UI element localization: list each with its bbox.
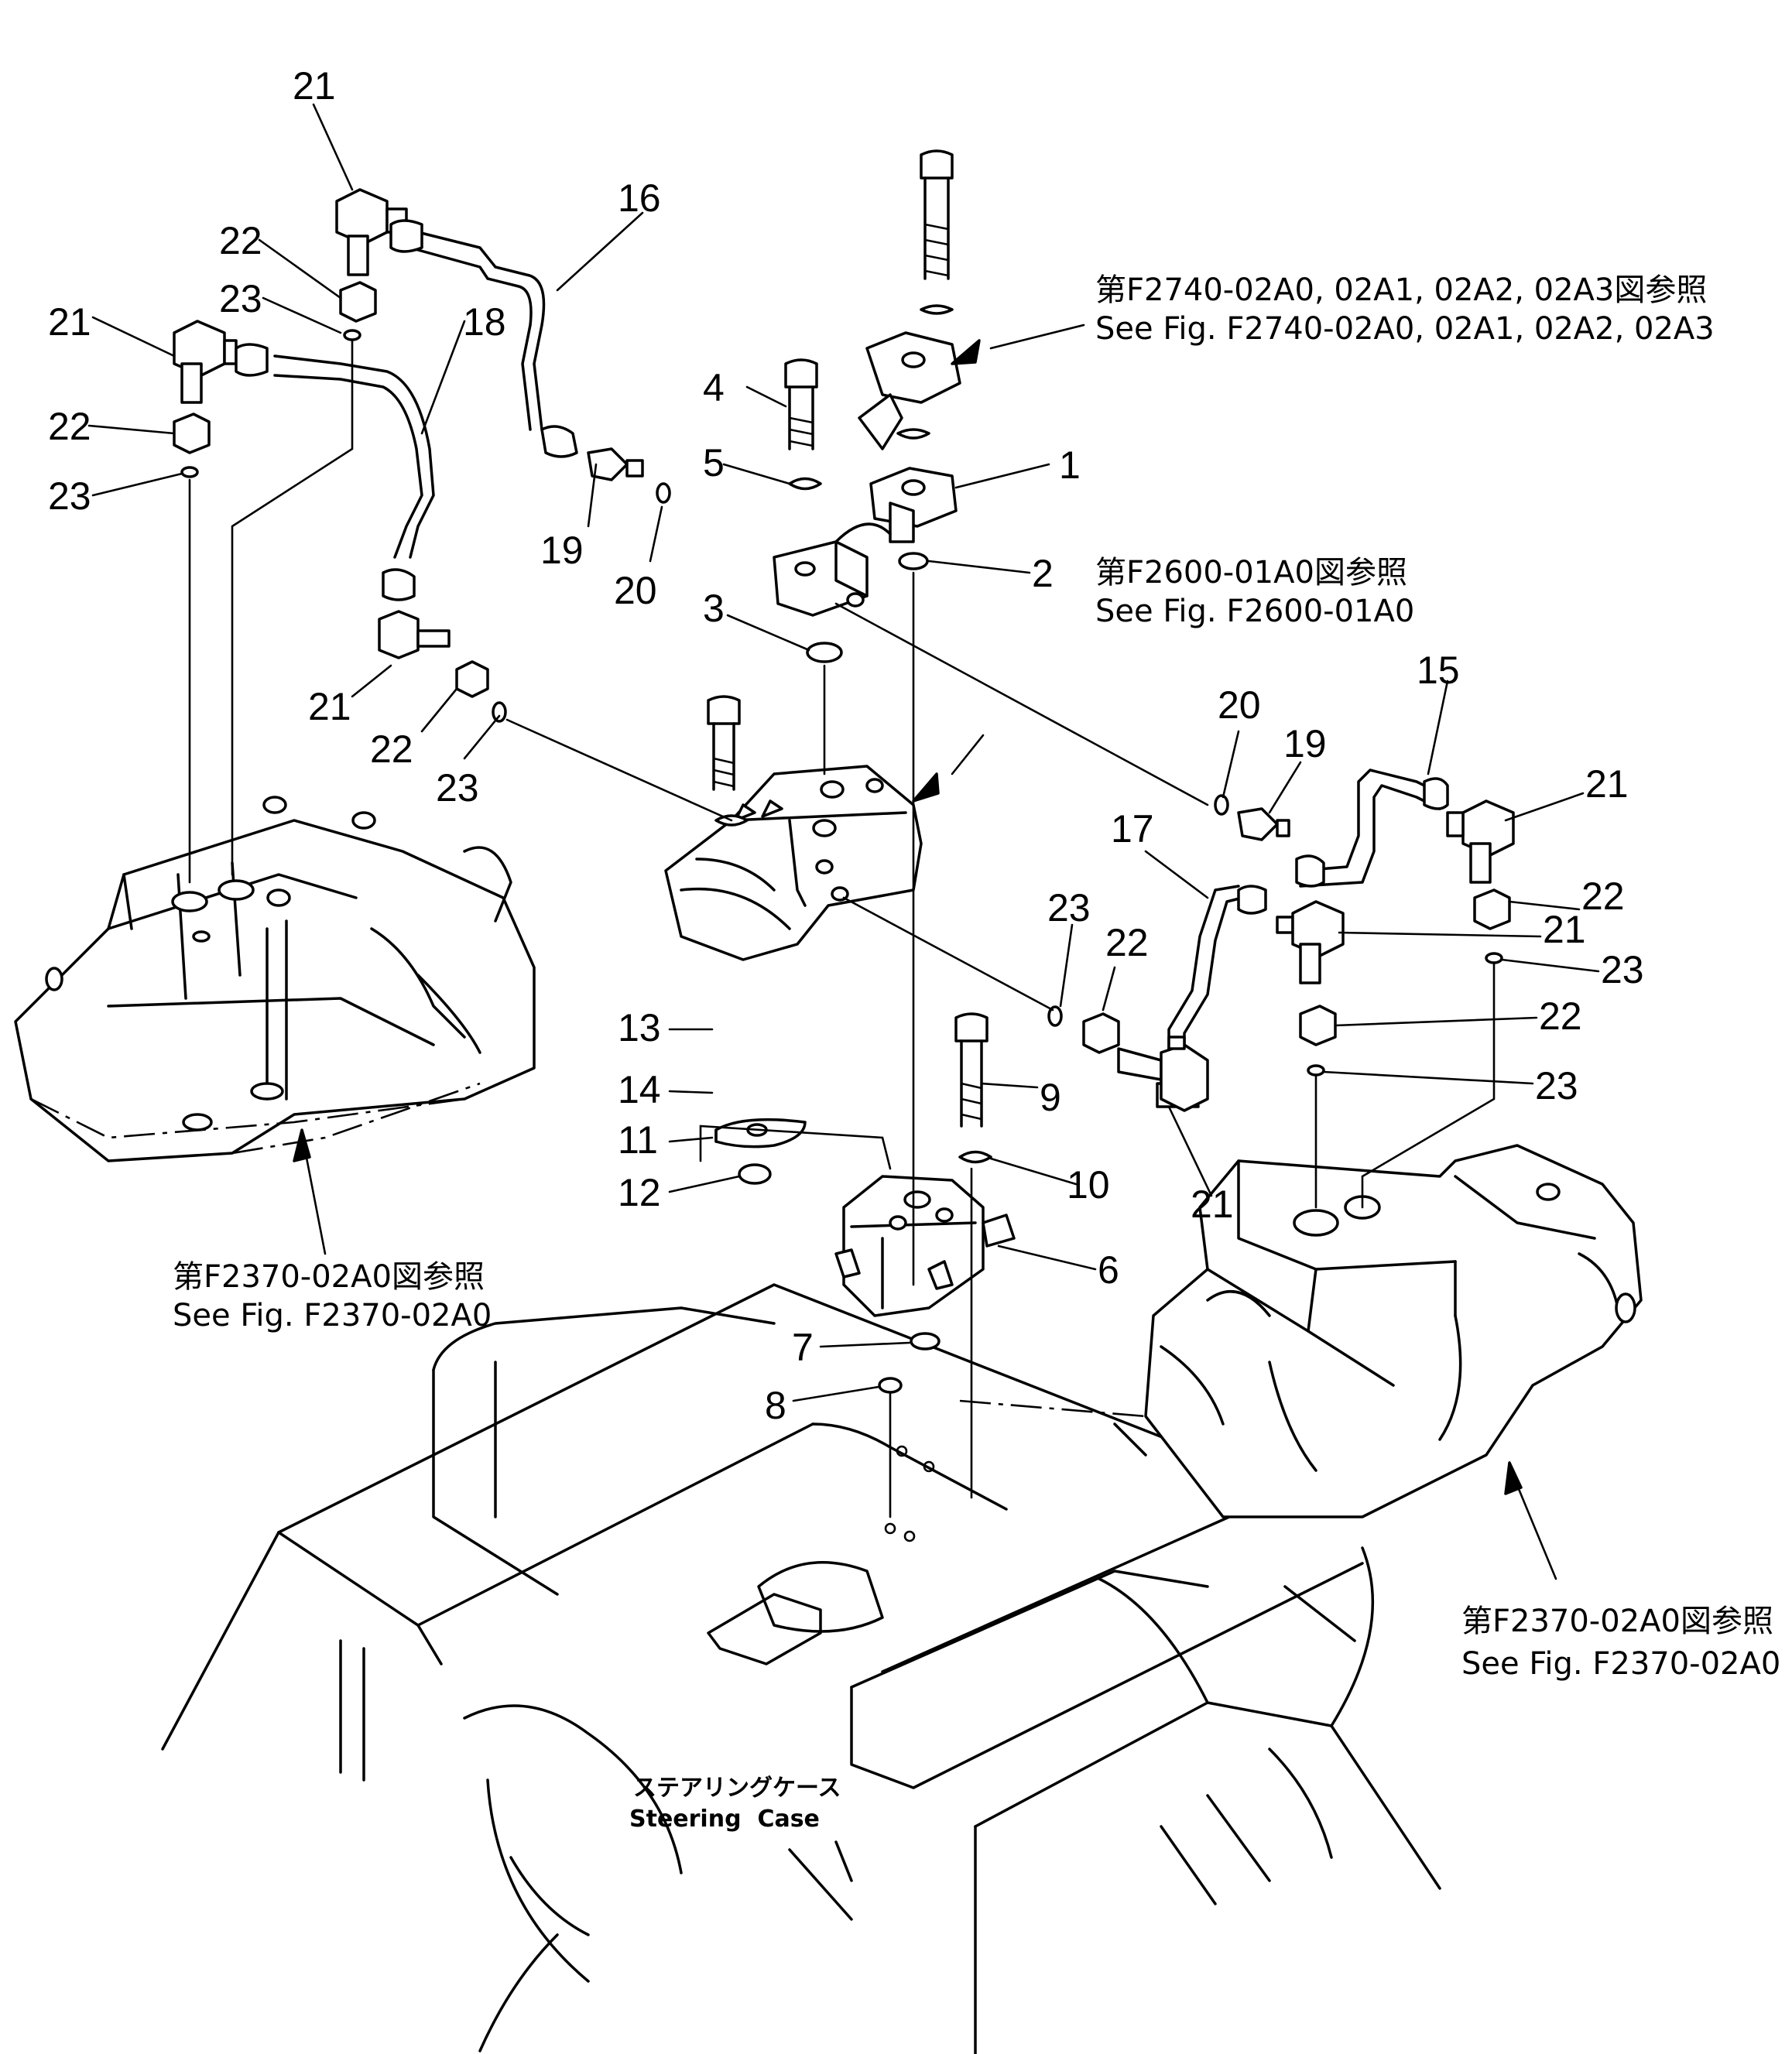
callout-18: 18 — [463, 300, 506, 344]
callout-19: 19 — [1283, 722, 1327, 765]
callout-21: 21 — [308, 685, 351, 728]
ref-f2370-left-jp: 第F2370-02A0図参照 — [173, 1259, 485, 1295]
steering-case-label-en: Steering Case — [629, 1806, 820, 1833]
callout-21: 21 — [1191, 1183, 1234, 1226]
callout-23: 23 — [1047, 886, 1091, 929]
callout-21: 21 — [293, 64, 336, 108]
callout-16: 16 — [618, 176, 661, 220]
callout-labels: 21 16 22 23 21 18 22 23 4 5 1 2 19 20 3 … — [48, 64, 1644, 1427]
callout-19: 19 — [540, 529, 584, 572]
callout-9: 9 — [1040, 1076, 1061, 1119]
o-ring-2 — [898, 552, 929, 570]
ref-f2600-en: See Fig. F2600-01A0 — [1095, 594, 1414, 629]
ref-f2370-right-jp: 第F2370-02A0図参照 — [1461, 1604, 1773, 1639]
callout-3: 3 — [703, 587, 725, 630]
fittings — [173, 188, 1515, 1112]
callout-23: 23 — [48, 474, 91, 518]
callout-7: 7 — [792, 1326, 814, 1369]
reference-notes: 第F2740-02A0, 02A1, 02A2, 02A3図参照 See Fig… — [173, 272, 1780, 1833]
callout-23: 23 — [1535, 1064, 1578, 1107]
callout-21: 21 — [1543, 908, 1586, 951]
steering-case-label-jp: ステアリングケース — [633, 1775, 841, 1802]
callout-6: 6 — [1098, 1248, 1119, 1292]
callout-4: 4 — [703, 366, 725, 409]
ref-f2740-en: See Fig. F2740-02A0, 02A1, 02A2, 02A3 — [1095, 311, 1715, 347]
o-ring-8 — [878, 1377, 903, 1394]
ref-f2370-right-en: See Fig. F2370-02A0 — [1461, 1646, 1780, 1682]
callout-22: 22 — [48, 405, 91, 448]
callout-22: 22 — [1539, 994, 1582, 1038]
callout-14: 14 — [618, 1068, 661, 1111]
callout-23: 23 — [436, 766, 479, 810]
callout-10: 10 — [1067, 1163, 1110, 1207]
callout-23: 23 — [1601, 948, 1644, 991]
bolt-9-and-washer-10 — [954, 1012, 992, 1164]
callout-20: 20 — [614, 569, 657, 612]
callout-20: 20 — [1218, 683, 1261, 727]
callout-13: 13 — [618, 1006, 661, 1049]
callout-21: 21 — [48, 300, 91, 344]
flange-11-assembly — [707, 695, 807, 1185]
callout-22: 22 — [219, 219, 262, 262]
callout-12: 12 — [618, 1171, 661, 1214]
o-ring-3 — [806, 642, 843, 663]
callout-17: 17 — [1111, 807, 1154, 851]
bolt-4-and-washer-5 — [784, 358, 822, 491]
leader-lines — [87, 103, 1600, 1580]
callout-15: 15 — [1417, 649, 1460, 692]
callout-1: 1 — [1059, 443, 1081, 487]
callout-22: 22 — [1105, 921, 1149, 964]
center-valve — [664, 765, 923, 961]
ref-f2740-jp: 第F2740-02A0, 02A1, 02A2, 02A3図参照 — [1095, 272, 1707, 308]
callout-22: 22 — [1581, 875, 1625, 918]
ref-f2600-jp: 第F2600-01A0図参照 — [1095, 555, 1407, 591]
top-cover-assembly — [773, 149, 961, 617]
right-control-valve — [1144, 1144, 1643, 1518]
ref-f2370-left-en: See Fig. F2370-02A0 — [173, 1298, 492, 1333]
callout-8: 8 — [765, 1384, 786, 1427]
callout-22: 22 — [370, 727, 413, 771]
left-control-valve — [14, 796, 536, 1162]
callout-11: 11 — [618, 1118, 658, 1162]
callout-5: 5 — [703, 441, 725, 484]
callout-2: 2 — [1032, 552, 1054, 595]
valve-6 — [834, 1175, 1016, 1317]
callout-21: 21 — [1585, 762, 1629, 806]
callout-23: 23 — [219, 277, 262, 320]
o-ring-7 — [910, 1332, 941, 1351]
steering-case — [161, 1283, 1441, 2054]
